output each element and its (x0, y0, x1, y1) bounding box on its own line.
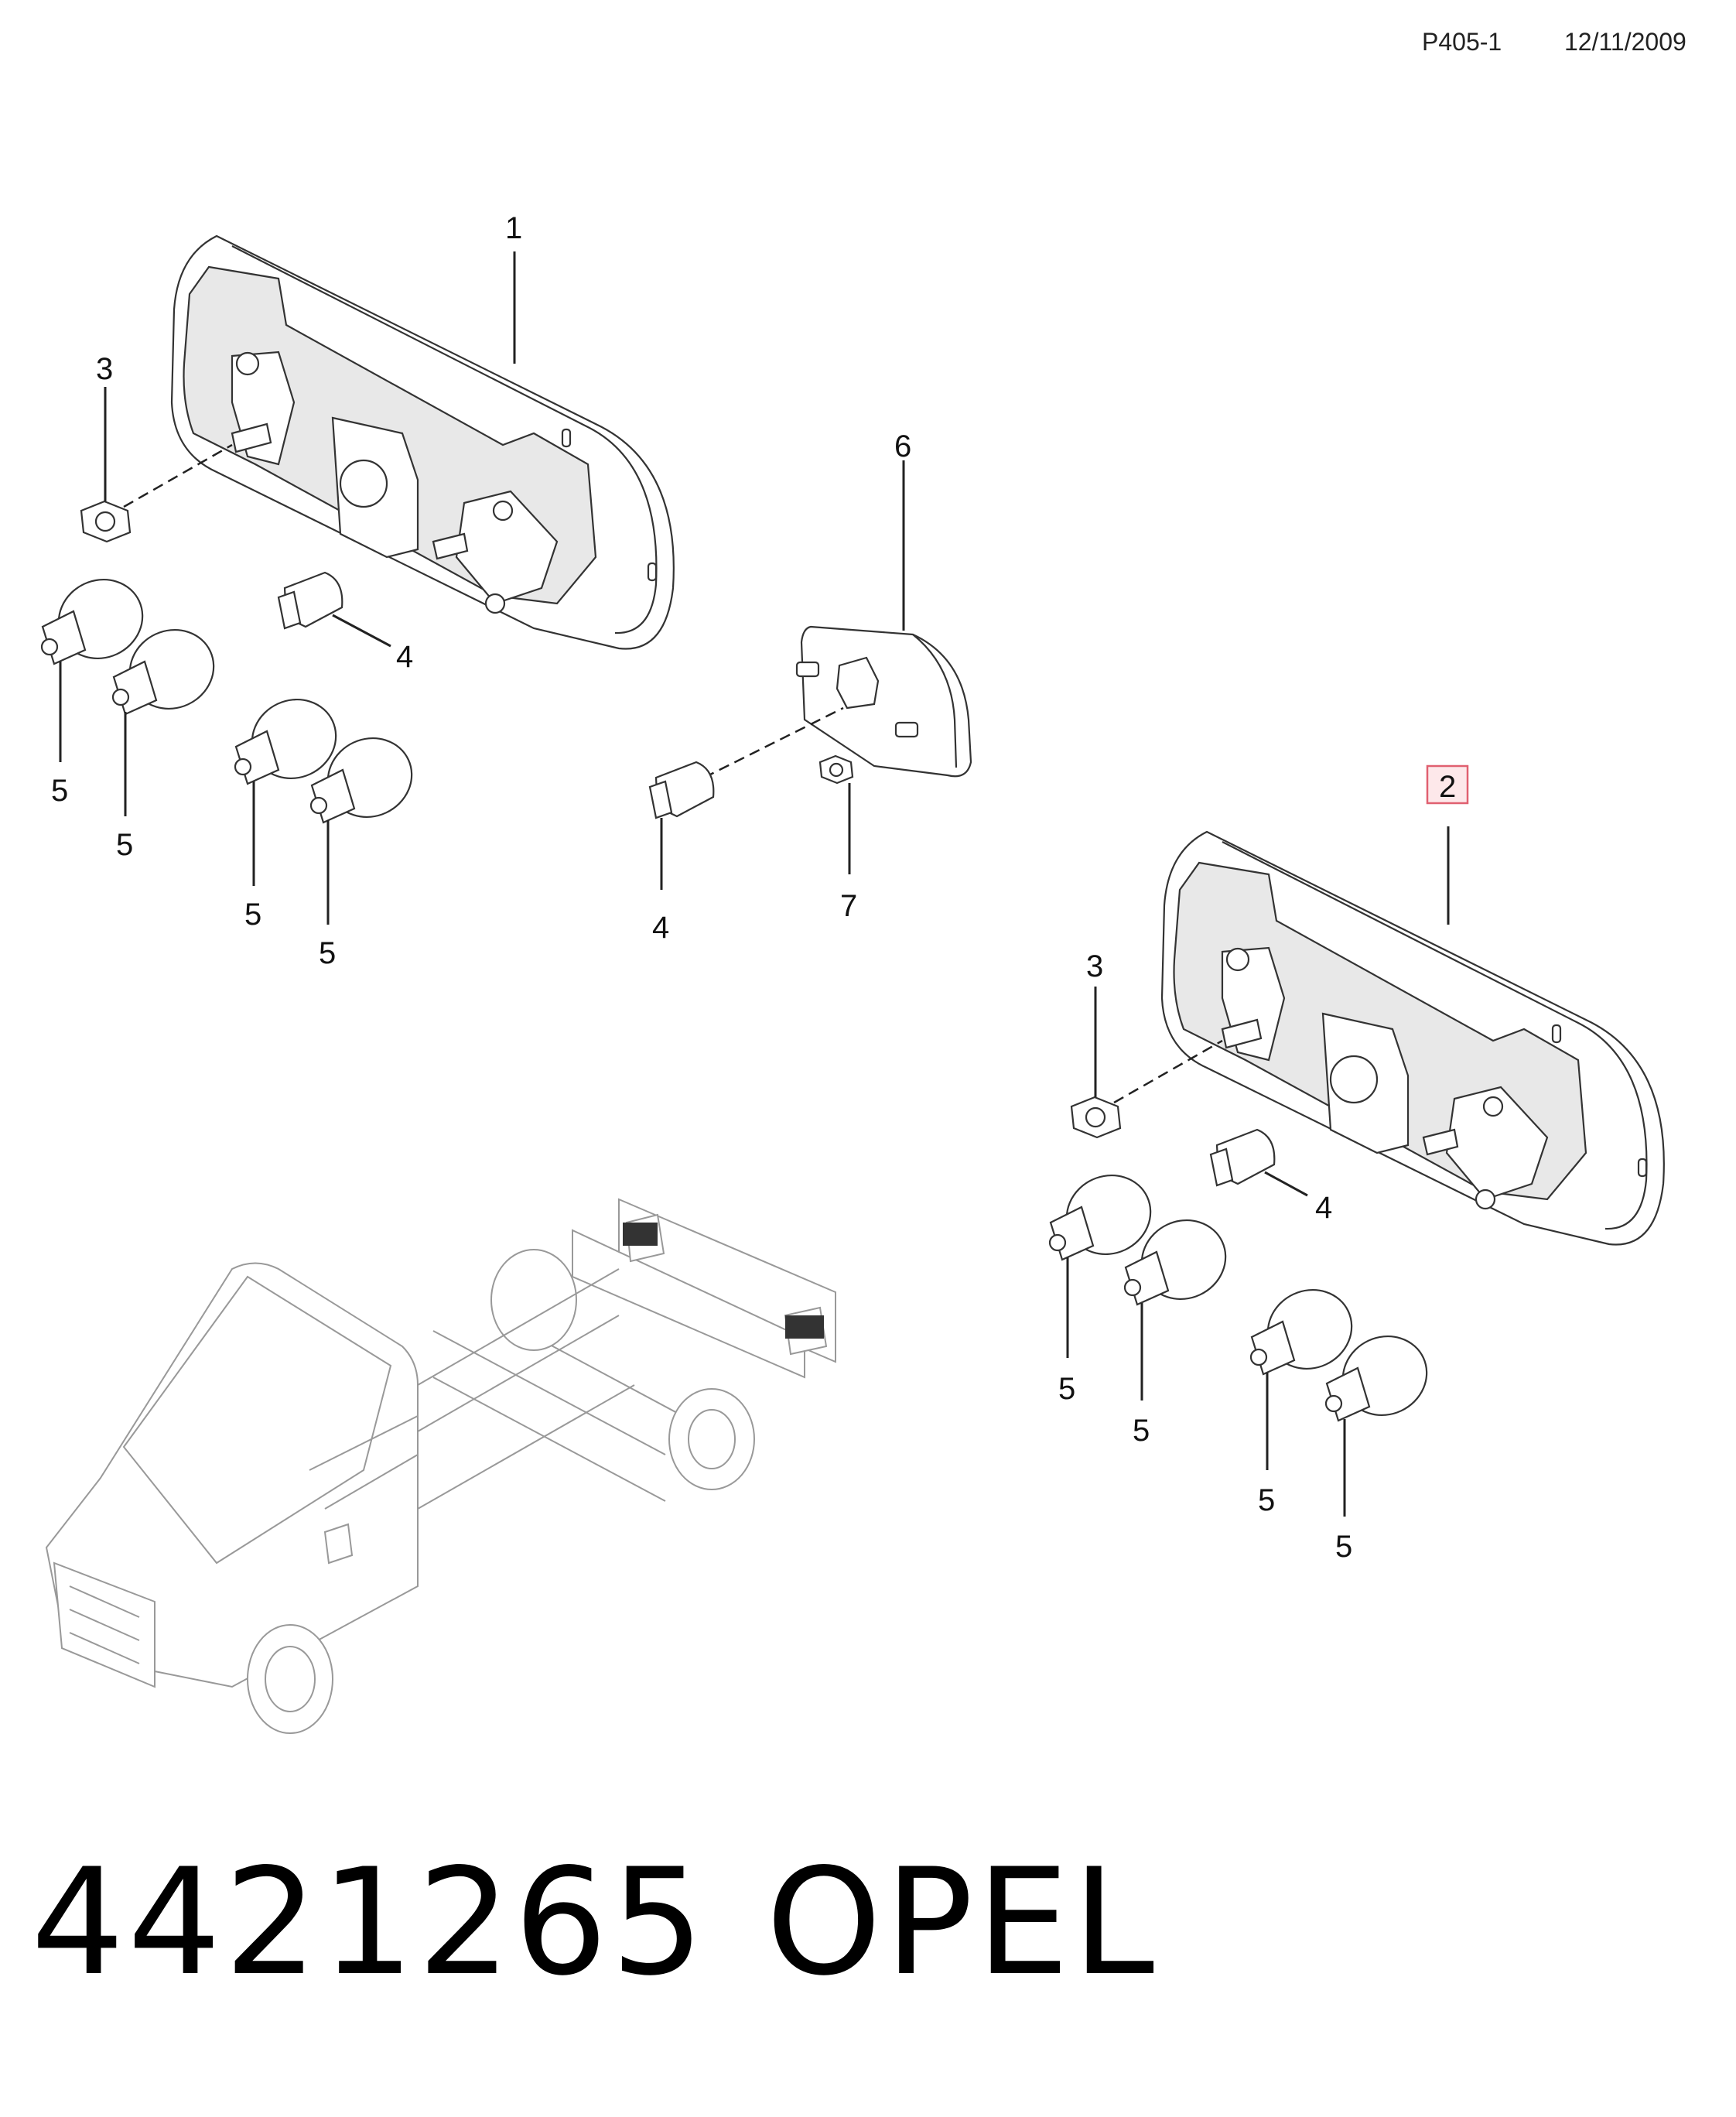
callout-2-highlight (1426, 764, 1469, 805)
callout-5d: 5 (319, 936, 336, 970)
lamp-position-left (623, 1223, 658, 1246)
vehicle-chassis-cab (45, 1198, 836, 1734)
callout-6: 6 (894, 429, 911, 463)
bayonet-bulb-5b (111, 628, 215, 716)
callout-2: 2 (1439, 770, 1456, 804)
assembly-line-3a (123, 443, 233, 508)
callout-5f: 5 (1133, 1414, 1150, 1448)
callout-3b: 3 (1086, 949, 1103, 983)
bayonet-bulb-5c (234, 698, 337, 785)
nut-7 (818, 754, 854, 785)
callout-7: 7 (840, 889, 857, 923)
bayonet-bulb-5a (40, 578, 144, 665)
callout-4a: 4 (396, 640, 413, 674)
callout-4c: 4 (1315, 1191, 1332, 1225)
lamp-position-right (785, 1315, 824, 1339)
drawing-date: 12/11/2009 (1564, 28, 1686, 56)
leader-lines (59, 251, 1450, 1517)
callout-3a: 3 (96, 352, 113, 386)
callout-5e: 5 (1058, 1372, 1075, 1406)
callout-5g: 5 (1258, 1483, 1275, 1517)
drawing-code: P405-1 (1422, 28, 1502, 56)
part-number: 4421265 (31, 1837, 708, 2008)
bayonet-bulb-5d (309, 737, 413, 824)
bayonet-bulb-5h (1324, 1335, 1428, 1422)
wedge-bulb-4a (277, 571, 343, 630)
wedge-bulb-4c (1209, 1128, 1276, 1187)
marker-lamp-6 (795, 625, 972, 778)
callout-5c: 5 (244, 898, 261, 932)
assembly-line-6 (703, 706, 844, 779)
bayonet-bulb-5f (1123, 1219, 1227, 1306)
callout-4b: 4 (652, 911, 669, 945)
tail-lamp-1 (170, 234, 675, 650)
brand-name: OPEL (766, 1837, 1158, 2008)
nut-3b (1070, 1096, 1122, 1139)
bayonet-bulb-5g (1249, 1288, 1353, 1376)
tail-lamp-2 (1160, 830, 1665, 1246)
wedge-bulb-4b (648, 761, 715, 819)
callout-5a: 5 (51, 774, 68, 808)
assembly-line-3b (1113, 1039, 1223, 1104)
bayonet-bulb-5e (1048, 1174, 1152, 1261)
nut-3a (80, 500, 132, 543)
callout-5h: 5 (1335, 1530, 1352, 1564)
callout-5b: 5 (116, 828, 133, 862)
callout-1: 1 (505, 211, 522, 245)
